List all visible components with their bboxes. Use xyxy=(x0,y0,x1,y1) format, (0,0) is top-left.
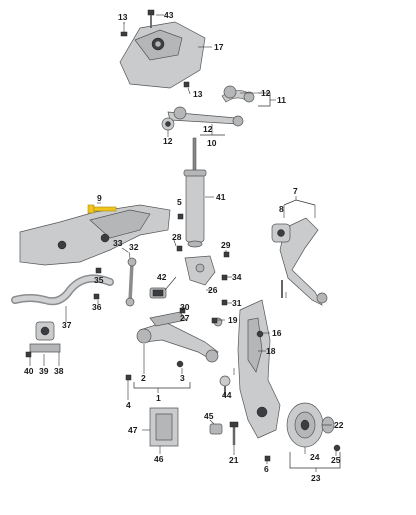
callout-45: 45 xyxy=(204,411,214,421)
callout-11: 11 xyxy=(277,95,286,105)
callout-39: 39 xyxy=(39,366,49,376)
callout-18: 18 xyxy=(266,346,276,356)
callout-3: 3 xyxy=(180,373,185,383)
nut-36 xyxy=(93,293,100,300)
callout-23: 23 xyxy=(311,473,321,483)
callout-44: 44 xyxy=(222,390,232,400)
lower-control-arm xyxy=(136,321,219,363)
lower-control-arm-2 xyxy=(149,311,187,327)
pin-44 xyxy=(219,375,231,396)
callout-1: 1 xyxy=(156,393,161,403)
callout-10: 10 xyxy=(207,138,217,148)
callout-4: 4 xyxy=(126,400,131,410)
callout-13-top: 13 xyxy=(118,12,128,22)
callout-36: 36 xyxy=(92,302,102,312)
upper-wishbone-right xyxy=(271,217,328,306)
bolt-9-highlighted xyxy=(87,204,117,214)
leader-lines xyxy=(29,14,341,472)
nut-6 xyxy=(264,455,271,462)
clip-45 xyxy=(209,423,223,435)
callout-21: 21 xyxy=(229,455,239,465)
nut-40 xyxy=(25,351,32,358)
nut-27 xyxy=(179,307,186,314)
callout-42: 42 xyxy=(157,272,167,282)
callout-6: 6 xyxy=(264,464,269,474)
bracket-42 xyxy=(149,287,167,299)
nut-29 xyxy=(223,251,230,258)
callout-33: 33 xyxy=(113,238,123,248)
callout-12-mid: 12 xyxy=(203,124,213,134)
callout-8: 8 xyxy=(279,204,284,214)
callout-34: 34 xyxy=(232,272,242,282)
strut-top-mount xyxy=(119,21,206,89)
callout-12-upper: 12 xyxy=(261,88,271,98)
stabilizer-clamp xyxy=(29,343,61,353)
callout-26: 26 xyxy=(208,285,218,295)
callout-25: 25 xyxy=(331,455,341,465)
callout-9: 9 xyxy=(97,193,102,203)
stabilizer-bushing xyxy=(35,321,55,341)
callout-37: 37 xyxy=(62,320,72,330)
shock-absorber xyxy=(183,137,207,248)
bolt-16 xyxy=(256,330,264,338)
bolt-43 xyxy=(147,9,155,28)
callout-17: 17 xyxy=(214,42,224,52)
bolt-13-top xyxy=(120,22,128,37)
callout-7: 7 xyxy=(293,186,298,196)
stabilizer-bar xyxy=(11,274,114,306)
bolt-3 xyxy=(176,360,184,368)
bolt-21 xyxy=(229,421,239,445)
upper-control-arm-front xyxy=(167,106,244,127)
callout-41: 41 xyxy=(216,192,226,202)
callout-5: 5 xyxy=(177,197,182,207)
subframe xyxy=(19,204,171,266)
nut-30 xyxy=(211,317,218,324)
nut-34 xyxy=(221,274,228,281)
bolt-25 xyxy=(333,444,341,452)
callout-31: 31 xyxy=(232,298,242,308)
nut-5 xyxy=(177,213,184,220)
callout-12-left: 12 xyxy=(163,136,173,146)
callout-38: 38 xyxy=(54,366,64,376)
nut-35 xyxy=(95,267,102,274)
nut-31 xyxy=(221,299,228,306)
callout-27: 27 xyxy=(180,313,190,323)
callout-43: 43 xyxy=(164,10,174,20)
callout-24: 24 xyxy=(310,452,320,462)
callout-19: 19 xyxy=(228,315,238,325)
callout-13-mid: 13 xyxy=(193,89,203,99)
wheel-hub xyxy=(286,402,324,448)
callout-22: 22 xyxy=(334,420,344,430)
tie-rod-link xyxy=(184,255,216,286)
wheel-bearing-housing xyxy=(237,299,281,439)
callout-2: 2 xyxy=(141,373,146,383)
bushing-12-left xyxy=(161,117,175,131)
callout-labels: 13 43 17 13 12 11 12 10 12 41 9 5 7 8 28… xyxy=(24,10,344,483)
callout-29: 29 xyxy=(221,240,231,250)
callout-47: 47 xyxy=(128,425,138,435)
upper-control-arm-rear xyxy=(221,85,255,103)
callout-40: 40 xyxy=(24,366,34,376)
callout-28: 28 xyxy=(172,232,182,242)
callout-16: 16 xyxy=(272,328,282,338)
brake-shield xyxy=(149,407,179,447)
nut-4 xyxy=(125,374,132,381)
callout-46: 46 xyxy=(154,454,164,464)
nut-28 xyxy=(176,245,183,252)
callout-30: 30 xyxy=(180,302,190,312)
bolt-13-mid xyxy=(183,81,190,88)
coupling-rod xyxy=(125,257,137,307)
callout-32: 32 xyxy=(129,242,139,252)
callout-35: 35 xyxy=(94,275,104,285)
